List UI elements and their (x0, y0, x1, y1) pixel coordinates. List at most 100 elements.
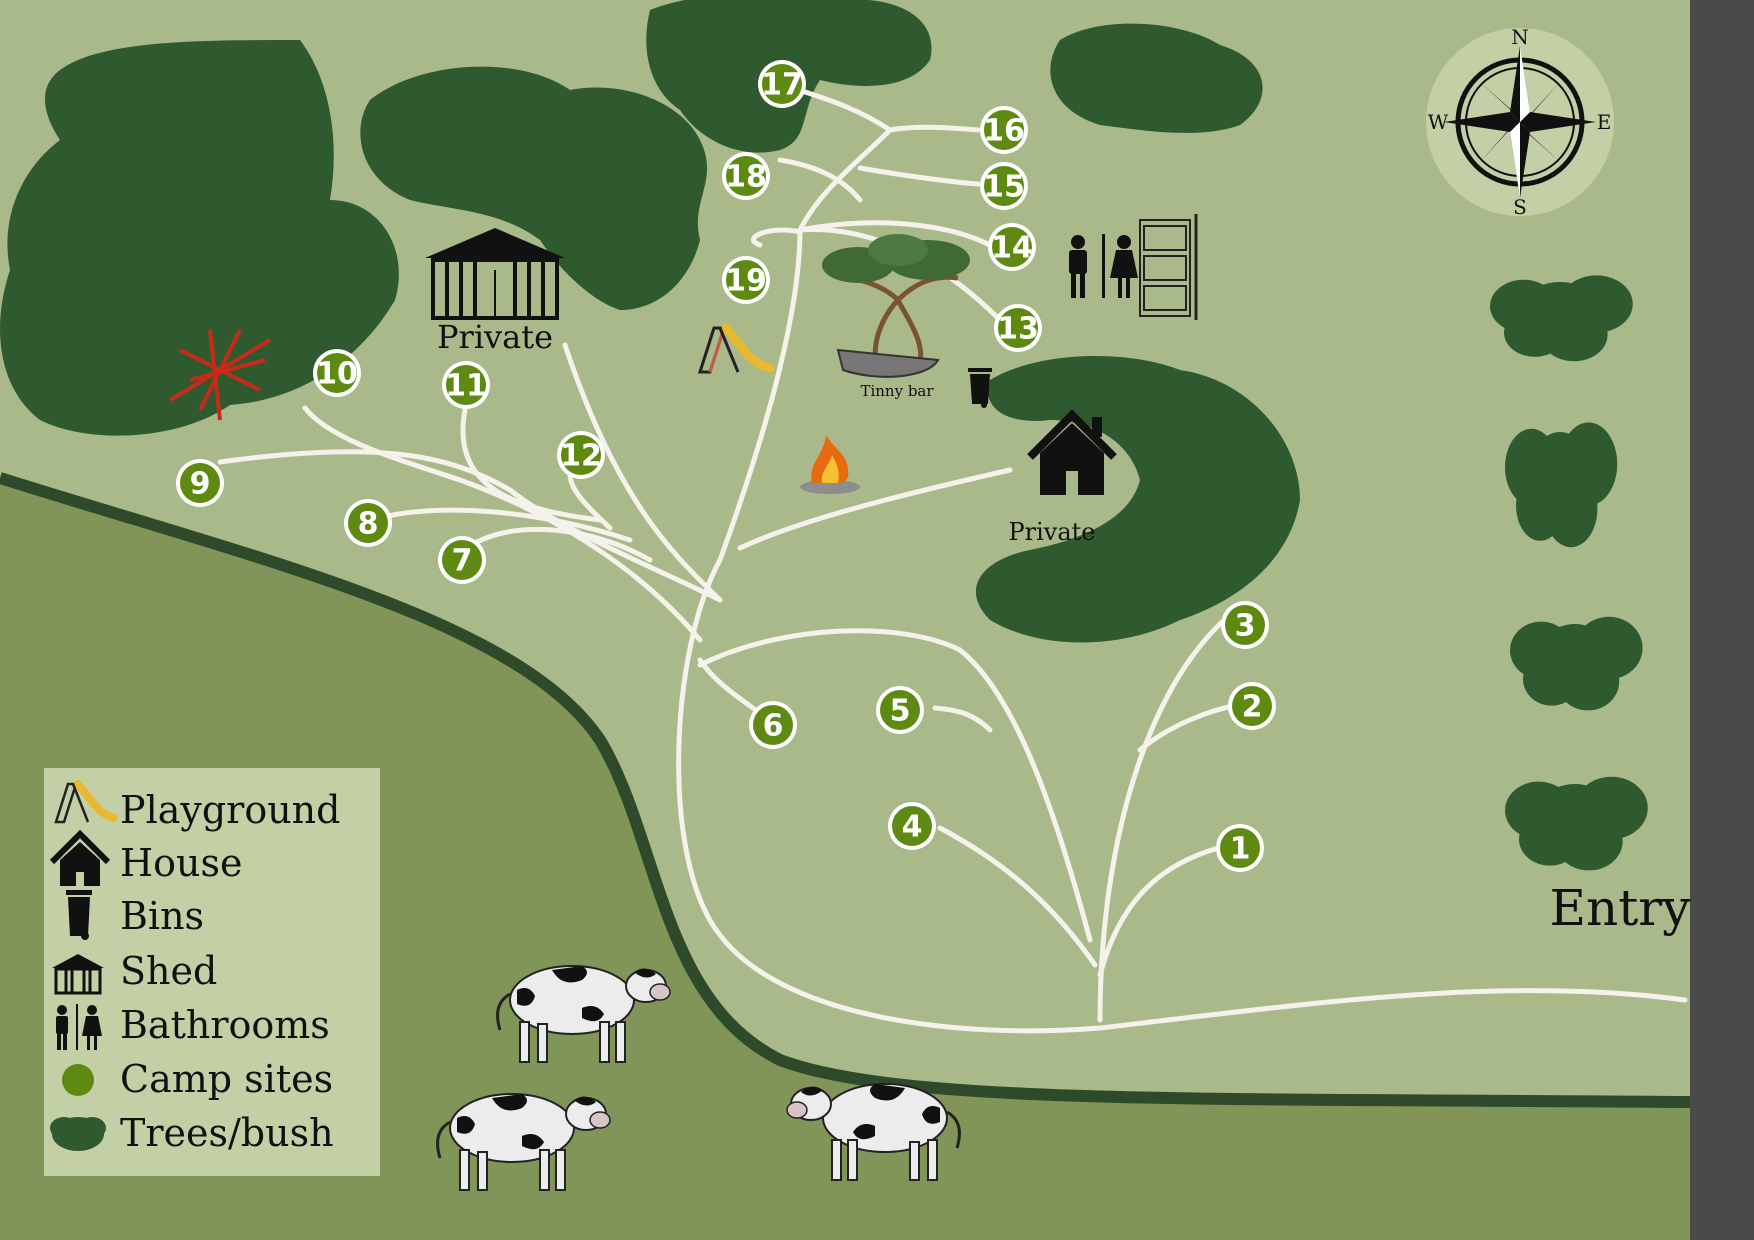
camp-site-dot (984, 110, 1024, 150)
camp-site-marker: 16 (980, 106, 1028, 154)
legend-house-icon (49, 829, 111, 886)
camp-site-dot (1220, 828, 1260, 868)
camp-site-number: 11 (445, 369, 487, 404)
camp-site-number: 5 (890, 694, 911, 729)
trees-bush (0, 0, 1648, 871)
camp-site-dot (726, 156, 766, 196)
compass-rose: N S W E (1426, 25, 1614, 219)
tinny-bar-label: Tinny bar (860, 382, 934, 400)
shed-private-label: Private (437, 318, 553, 356)
camp-site-number: 9 (190, 467, 211, 502)
legend-slide-icon (54, 780, 118, 824)
camp-site-number: 14 (991, 231, 1033, 266)
camp-site-dot (753, 705, 793, 745)
camp-site-marker: 4 (888, 802, 936, 850)
camp-site-marker: 19 (722, 256, 770, 304)
camp-site-number: 15 (983, 170, 1025, 205)
camp-site-marker: 10 (313, 349, 361, 397)
camp-site-dot (561, 435, 601, 475)
camp-site-marker: 8 (344, 499, 392, 547)
camp-site-dot (446, 365, 486, 405)
legend-label-shed: Shed (120, 949, 217, 993)
camp-site-dot (726, 260, 766, 300)
legend-label-playground: Playground (120, 788, 341, 832)
paddock (0, 478, 1690, 1240)
legend-bin-icon (66, 890, 92, 940)
bush-large-west (0, 40, 399, 436)
legend-label-trees-bush: Trees/bush (120, 1111, 334, 1155)
camp-site-number: 17 (761, 68, 803, 103)
camp-site-dot (998, 308, 1038, 348)
camp-site-number: 8 (358, 507, 379, 542)
bin-icon (968, 368, 992, 408)
toilet-block-icon (1139, 214, 1198, 320)
compass-east: E (1597, 110, 1612, 134)
compass-west: W (1428, 110, 1449, 134)
camp-site-number: 4 (902, 810, 923, 845)
camp-site-marker: 6 (749, 701, 797, 749)
camp-site-number: 12 (560, 439, 602, 474)
legend-label-bins: Bins (120, 894, 204, 938)
camp-site-marker: 3 (1221, 601, 1269, 649)
camp-site-number: 6 (763, 709, 784, 744)
camp-site-dot (1232, 686, 1272, 726)
camp-site-number: 16 (983, 114, 1025, 149)
playground-slide-icon (697, 323, 775, 374)
camp-site-marker: 7 (438, 536, 486, 584)
map-edge-bar (1690, 0, 1754, 1240)
bush-northeast (1050, 23, 1263, 133)
camp-site-marker: 13 (994, 304, 1042, 352)
legend-campsite-dot-icon (62, 1064, 94, 1096)
camp-site-number: 1 (1230, 832, 1251, 867)
legend-tree-icon (50, 1117, 106, 1151)
camp-site-number: 10 (316, 357, 358, 392)
legend: Playground House Bins Shed Bathrooms Cam… (44, 768, 380, 1176)
camp-site-dot (880, 690, 920, 730)
camp-site-dot (442, 540, 482, 580)
camp-site-number: 13 (997, 312, 1039, 347)
camp-site-number: 3 (1235, 609, 1256, 644)
tinny-bar-icon (822, 234, 970, 378)
bathroom-icon (1069, 234, 1138, 298)
camp-site-marker: 1 (1216, 824, 1264, 872)
house-icon (1027, 409, 1117, 495)
camp-site-number: 2 (1242, 690, 1263, 725)
camp-site-dot (892, 806, 932, 846)
bush-north-central (360, 66, 708, 310)
camp-site-marker: 5 (876, 686, 924, 734)
camp-site-dot (984, 166, 1024, 206)
camp-site-number: 19 (725, 264, 767, 299)
legend-label-house: House (120, 841, 242, 885)
camp-site-dot (317, 353, 357, 393)
camp-site-dot (992, 227, 1032, 267)
camp-site-marker: 14 (988, 223, 1036, 271)
camp-site-marker: 15 (980, 162, 1028, 210)
camp-site-dot (348, 503, 388, 543)
entry-label: Entry (1550, 879, 1692, 937)
compass-south: S (1513, 195, 1527, 219)
camp-site-marker: 17 (758, 60, 806, 108)
compass-north: N (1511, 25, 1529, 49)
camp-site-number: 7 (452, 544, 473, 579)
camp-site-dot (1225, 605, 1265, 645)
bush-east-c-shape (975, 356, 1300, 643)
camp-site-marker: 11 (442, 361, 490, 409)
legend-bathroom-icon (56, 1004, 102, 1050)
camp-site-marker: 12 (557, 431, 605, 479)
camp-site-number: 18 (725, 160, 767, 195)
paddock-fence (0, 472, 1691, 1108)
camp-site-marker: 9 (176, 459, 224, 507)
camp-site-marker: 2 (1228, 682, 1276, 730)
red-scribble (168, 329, 272, 421)
shed-icon (425, 228, 565, 320)
camp-site-marker: 18 (722, 152, 770, 200)
legend-label-bathrooms: Bathrooms (120, 1003, 330, 1047)
legend-shed-icon (52, 954, 104, 995)
legend-label-camp-sites: Camp sites (120, 1057, 333, 1101)
house-private-label: Private (1008, 518, 1095, 546)
camp-site-dot (180, 463, 220, 503)
campfire-icon (800, 435, 860, 494)
camp-site-dot (762, 64, 802, 104)
